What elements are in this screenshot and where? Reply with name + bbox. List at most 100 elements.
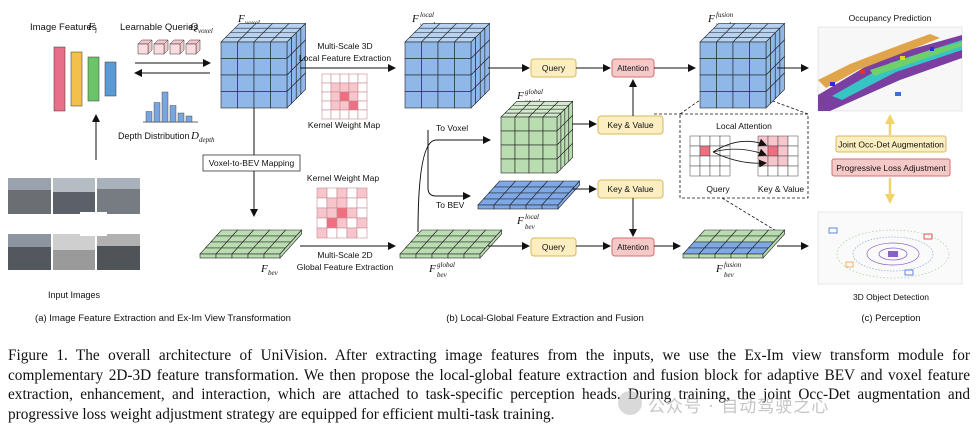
image-feature-pyramid [53,46,117,112]
cube-cell [514,158,530,174]
svg-text:D: D [190,130,199,142]
plane-edge [431,253,449,259]
attention-cell [699,165,711,177]
kernel-cell [339,109,350,120]
cube-cell [237,74,255,92]
cube-cell [437,41,455,59]
attention-cell [709,135,721,147]
watermark-icon [618,391,642,415]
kernel-cell [348,91,359,102]
kernel-cell [326,197,338,209]
query-bottom-label: Query [542,242,566,252]
cube-cell [732,41,750,59]
bev-local-plane [477,180,581,210]
cube-cell [716,41,734,59]
kernel-cell [336,227,348,239]
kernel-cell [321,109,332,120]
query-cube-front [185,43,197,55]
attention-cell [689,165,701,177]
kernel-cell [356,227,368,239]
cube-cell [699,91,717,109]
attention-cell [699,155,711,167]
cube-cell [253,58,271,76]
query-box-bottom [530,237,577,257]
multiscale-2d-line2: Global Feature Extraction [297,262,394,272]
cube-cell [484,72,490,95]
kernel-weight-map-2d [316,187,368,239]
kernel-cell [357,109,368,120]
occupancy-prediction-image [817,26,963,112]
plane-edge [714,253,732,259]
attention-cell [767,145,779,157]
cube-cell [404,41,422,59]
attention-bottom-label: Attention [617,243,649,252]
object-detection-label: 3D Object Detection [853,292,929,302]
learnable-query-cubes [137,39,201,55]
attention-cell [787,155,799,167]
f-bev-local-label: F local bev [516,213,539,231]
plane-edge [698,253,716,259]
svg-text:F: F [715,263,723,275]
voxel-global-cube [500,100,574,174]
svg-text:fusion: fusion [716,11,734,19]
cube-cell [699,58,717,76]
svg-text:bev: bev [525,223,536,231]
voxel-to-bev-box [202,154,301,172]
plane-edge [279,229,302,259]
attention-top-label: Attention [617,64,649,73]
cube-cell [437,58,455,76]
cube-cell [253,41,271,59]
object-detection-image [817,211,963,285]
depth-histogram [143,91,198,123]
kernel-cell [356,217,368,229]
depth-bar [161,91,169,123]
depth-bar [169,105,177,123]
cube-cell [220,58,238,76]
input-images-label: Input Images [48,290,101,300]
to-voxel-label: To Voxel [436,123,468,133]
depth-bar [145,111,153,123]
svg-text:local: local [420,11,434,19]
voxel-cube [220,22,307,109]
svg-text:Q: Q [190,21,198,33]
cube-cell [568,142,573,162]
voxel-to-bev-label: Voxel-to-BEV Mapping [209,158,295,168]
kernel-cell [348,82,359,93]
plane-edge [399,253,417,259]
cube-cell [220,74,238,92]
bev-global-plane [399,229,503,259]
cube-cell [500,158,516,174]
kernel-weight-map-3d [321,73,368,120]
cube-cell [404,58,422,76]
svg-text:Depth Distribution: Depth Distribution [118,131,190,141]
kernel-cell [336,187,348,199]
branch-to-voxel [417,136,491,233]
attention-cell [787,165,799,177]
svg-text:voxel: voxel [245,19,260,27]
progressive-loss-box [831,158,951,177]
depth-bar [185,115,193,123]
section-c-caption: (c) Perception [861,313,920,324]
cube-cell [542,116,558,132]
branch-line [427,130,471,200]
kernel-cell [356,207,368,219]
depth-distribution-label: Depth Distribution D depth [118,130,215,144]
svg-text:voxel: voxel [198,27,213,35]
plane-edge [509,204,527,210]
cube-cell [528,130,544,146]
cube-cell [270,74,288,92]
kernel-cell [348,109,359,120]
attention-cell [757,135,769,147]
attention-cell [699,145,711,157]
joint-aug-label: Joint Occ-Det Augmentation [838,140,944,150]
section-b-caption: (b) Local-Global Feature Extraction and … [446,313,644,324]
cube-cell [500,116,516,132]
cube-cell [500,130,516,146]
cube-cell [716,74,734,92]
svg-text:bev: bev [268,269,279,277]
cube-cell [542,130,558,146]
svg-text:fusion: fusion [724,261,742,269]
attention-cell [709,165,721,177]
occupancy-prediction-label: Occupancy Prediction [849,13,932,23]
kernel-cell [339,73,350,84]
